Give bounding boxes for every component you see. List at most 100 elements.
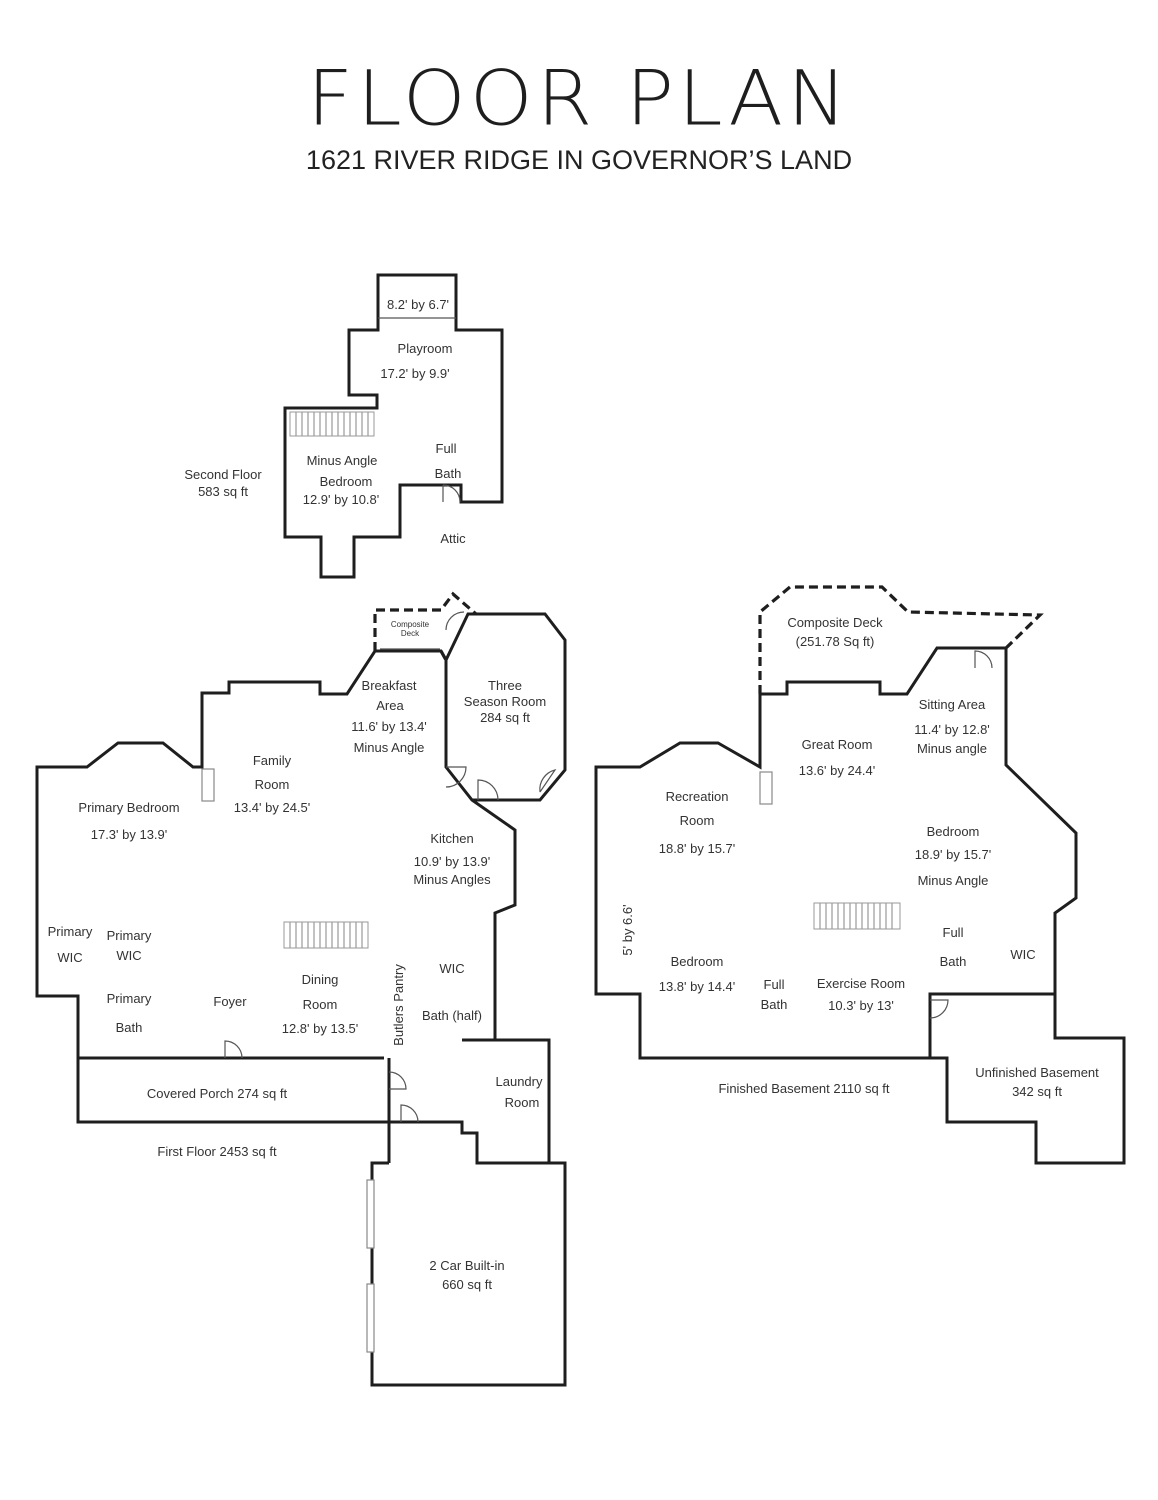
primary-bath-label-2: Bath bbox=[116, 1020, 143, 1035]
breakfast-size: 11.6' by 13.4' bbox=[351, 719, 427, 734]
first-floor-outline bbox=[35, 649, 551, 1165]
kitchen-label: Kitchen bbox=[430, 831, 473, 846]
second-floor-caption-1: Second Floor bbox=[184, 467, 262, 482]
basement-deck-label-1: Composite Deck bbox=[787, 615, 883, 630]
basement-wic-label: WIC bbox=[1010, 947, 1035, 962]
basement-bath-b-label-1: Full bbox=[764, 977, 785, 992]
dining-size: 12.8' by 13.5' bbox=[282, 1021, 359, 1036]
page-title: FLOOR PLAN bbox=[307, 54, 851, 143]
first-floor-stair bbox=[283, 921, 369, 949]
three-season-label-2: Season Room bbox=[464, 694, 546, 709]
basement-bath-a-label-1: Full bbox=[943, 925, 964, 940]
kitchen-size: 10.9' by 13.9' bbox=[414, 854, 491, 869]
basement-bath-b-label-2: Bath bbox=[761, 997, 788, 1012]
attic-label: Attic bbox=[440, 531, 466, 546]
upstairs-bath-label-1: Full bbox=[436, 441, 457, 456]
three-season-label-1: Three bbox=[488, 678, 522, 693]
three-season-door-swing-2 bbox=[477, 779, 499, 801]
primary-bedroom-label: Primary Bedroom bbox=[78, 800, 179, 815]
dining-label-1: Dining bbox=[302, 972, 339, 987]
upstairs-bath-label-2: Bath bbox=[435, 466, 462, 481]
basement-stair bbox=[813, 902, 901, 930]
deck-door-swing-basement bbox=[974, 650, 993, 669]
laundry-door-swing bbox=[400, 1104, 419, 1123]
three-season-door-swing-3 bbox=[539, 769, 557, 793]
first-floor-caption: First Floor 2453 sq ft bbox=[157, 1144, 277, 1159]
half-bath-label: Bath (half) bbox=[422, 1008, 482, 1023]
unfinished-label-1: Unfinished Basement bbox=[975, 1065, 1099, 1080]
upstairs-bedroom-size: 12.9' by 10.8' bbox=[303, 492, 380, 507]
playroom-size-label: 17.2' by 9.9' bbox=[380, 366, 449, 381]
basement-deck-label-2: (251.78 Sq ft) bbox=[796, 634, 875, 649]
recreation-size: 18.8' by 15.7' bbox=[659, 841, 736, 856]
three-season-size: 284 sq ft bbox=[480, 710, 530, 725]
basement-bedroom-a-size: 18.9' by 15.7' bbox=[915, 847, 992, 862]
deck-door-swing bbox=[445, 611, 465, 631]
family-room-label-1: Family bbox=[253, 753, 292, 768]
foyer-label: Foyer bbox=[213, 994, 247, 1009]
primary-wic-b-label-2: WIC bbox=[116, 948, 141, 963]
basement-bedroom-a-note: Minus Angle bbox=[918, 873, 989, 888]
butlers-pantry-label: Butlers Pantry bbox=[391, 964, 406, 1046]
primary-wic-b-label-1: Primary bbox=[107, 928, 152, 943]
primary-wic-a-label-1: Primary bbox=[48, 924, 93, 939]
three-season-room-outline bbox=[444, 612, 567, 802]
first-floor-deck-outline bbox=[373, 591, 478, 661]
sitting-area-size: 11.4' by 12.8' bbox=[914, 722, 990, 737]
second-floor-stair bbox=[289, 411, 375, 437]
garage-label-1: 2 Car Built-in bbox=[429, 1258, 504, 1273]
basement-caption: Finished Basement 2110 sq ft bbox=[718, 1081, 889, 1096]
garage-label-2: 660 sq ft bbox=[442, 1277, 492, 1292]
basement-deck-outline bbox=[758, 585, 1044, 694]
family-room-size: 13.4' by 24.5' bbox=[234, 800, 311, 815]
three-season-door-swing-1 bbox=[445, 766, 467, 788]
covered-porch-label: Covered Porch 274 sq ft bbox=[147, 1086, 288, 1101]
exercise-door-swing bbox=[929, 999, 949, 1019]
kitchen-note: Minus Angles bbox=[413, 872, 491, 887]
dining-label-2: Room bbox=[303, 997, 338, 1012]
great-room-label: Great Room bbox=[802, 737, 873, 752]
unfinished-label-2: 342 sq ft bbox=[1012, 1084, 1062, 1099]
breakfast-label-1: Breakfast bbox=[362, 678, 417, 693]
basement-bedroom-b-size: 13.8' by 14.4' bbox=[659, 979, 736, 994]
ff-deck-label-2: Deck bbox=[401, 629, 420, 638]
exercise-room-label: Exercise Room bbox=[817, 976, 905, 991]
garage-entry-door-swing bbox=[388, 1071, 407, 1090]
basement-bedroom-b-label: Bedroom bbox=[671, 954, 724, 969]
ff-deck-label-1: Composite bbox=[391, 620, 430, 629]
laundry-label-2: Room bbox=[505, 1095, 540, 1110]
property-address: 1621 RIVER RIDGE IN GOVERNOR’S LAND bbox=[305, 145, 853, 175]
garage-door-1 bbox=[366, 1179, 375, 1249]
primary-bedroom-size: 17.3' by 13.9' bbox=[91, 827, 168, 842]
first-floor-wic-label: WIC bbox=[439, 961, 464, 976]
family-room-window bbox=[201, 768, 215, 802]
basement-bath-a-label-2: Bath bbox=[940, 954, 967, 969]
closet-size-label: 8.2' by 6.7' bbox=[387, 297, 449, 312]
recreation-label-2: Room bbox=[680, 813, 715, 828]
sitting-area-label: Sitting Area bbox=[919, 697, 986, 712]
garage-outline bbox=[370, 1161, 567, 1387]
playroom-label: Playroom bbox=[398, 341, 453, 356]
second-floor-plan: Second Floor 583 sq ft 8.2' by 6.7' Play… bbox=[184, 273, 504, 579]
great-room-size: 13.6' by 24.4' bbox=[799, 763, 876, 778]
sitting-area-note: Minus angle bbox=[917, 741, 987, 756]
exercise-room-size: 10.3' by 13' bbox=[828, 998, 894, 1013]
basement-bedroom-a-label: Bedroom bbox=[927, 824, 980, 839]
unfinished-basement-outline bbox=[930, 994, 1126, 1165]
recreation-label-1: Recreation bbox=[666, 789, 729, 804]
breakfast-label-2: Area bbox=[376, 698, 404, 713]
laundry-label-1: Laundry bbox=[496, 1074, 543, 1089]
primary-wic-a-label-2: WIC bbox=[57, 950, 82, 965]
breakfast-note: Minus Angle bbox=[354, 740, 425, 755]
garage-door-2 bbox=[366, 1283, 375, 1353]
second-floor-outline bbox=[283, 273, 504, 579]
basement-outline bbox=[594, 646, 1078, 1060]
side-closet-size: 5' by 6.6' bbox=[620, 904, 635, 955]
recreation-room-window bbox=[759, 771, 773, 805]
family-room-label-2: Room bbox=[255, 777, 290, 792]
second-floor-caption-2: 583 sq ft bbox=[198, 484, 248, 499]
front-door-swing bbox=[224, 1040, 243, 1059]
basement-plan: Composite Deck (251.78 Sq ft) Sitting Ar… bbox=[594, 585, 1126, 1165]
first-floor-plan: Composite Deck Breakfast Area 11.6' by 1… bbox=[35, 591, 567, 1387]
